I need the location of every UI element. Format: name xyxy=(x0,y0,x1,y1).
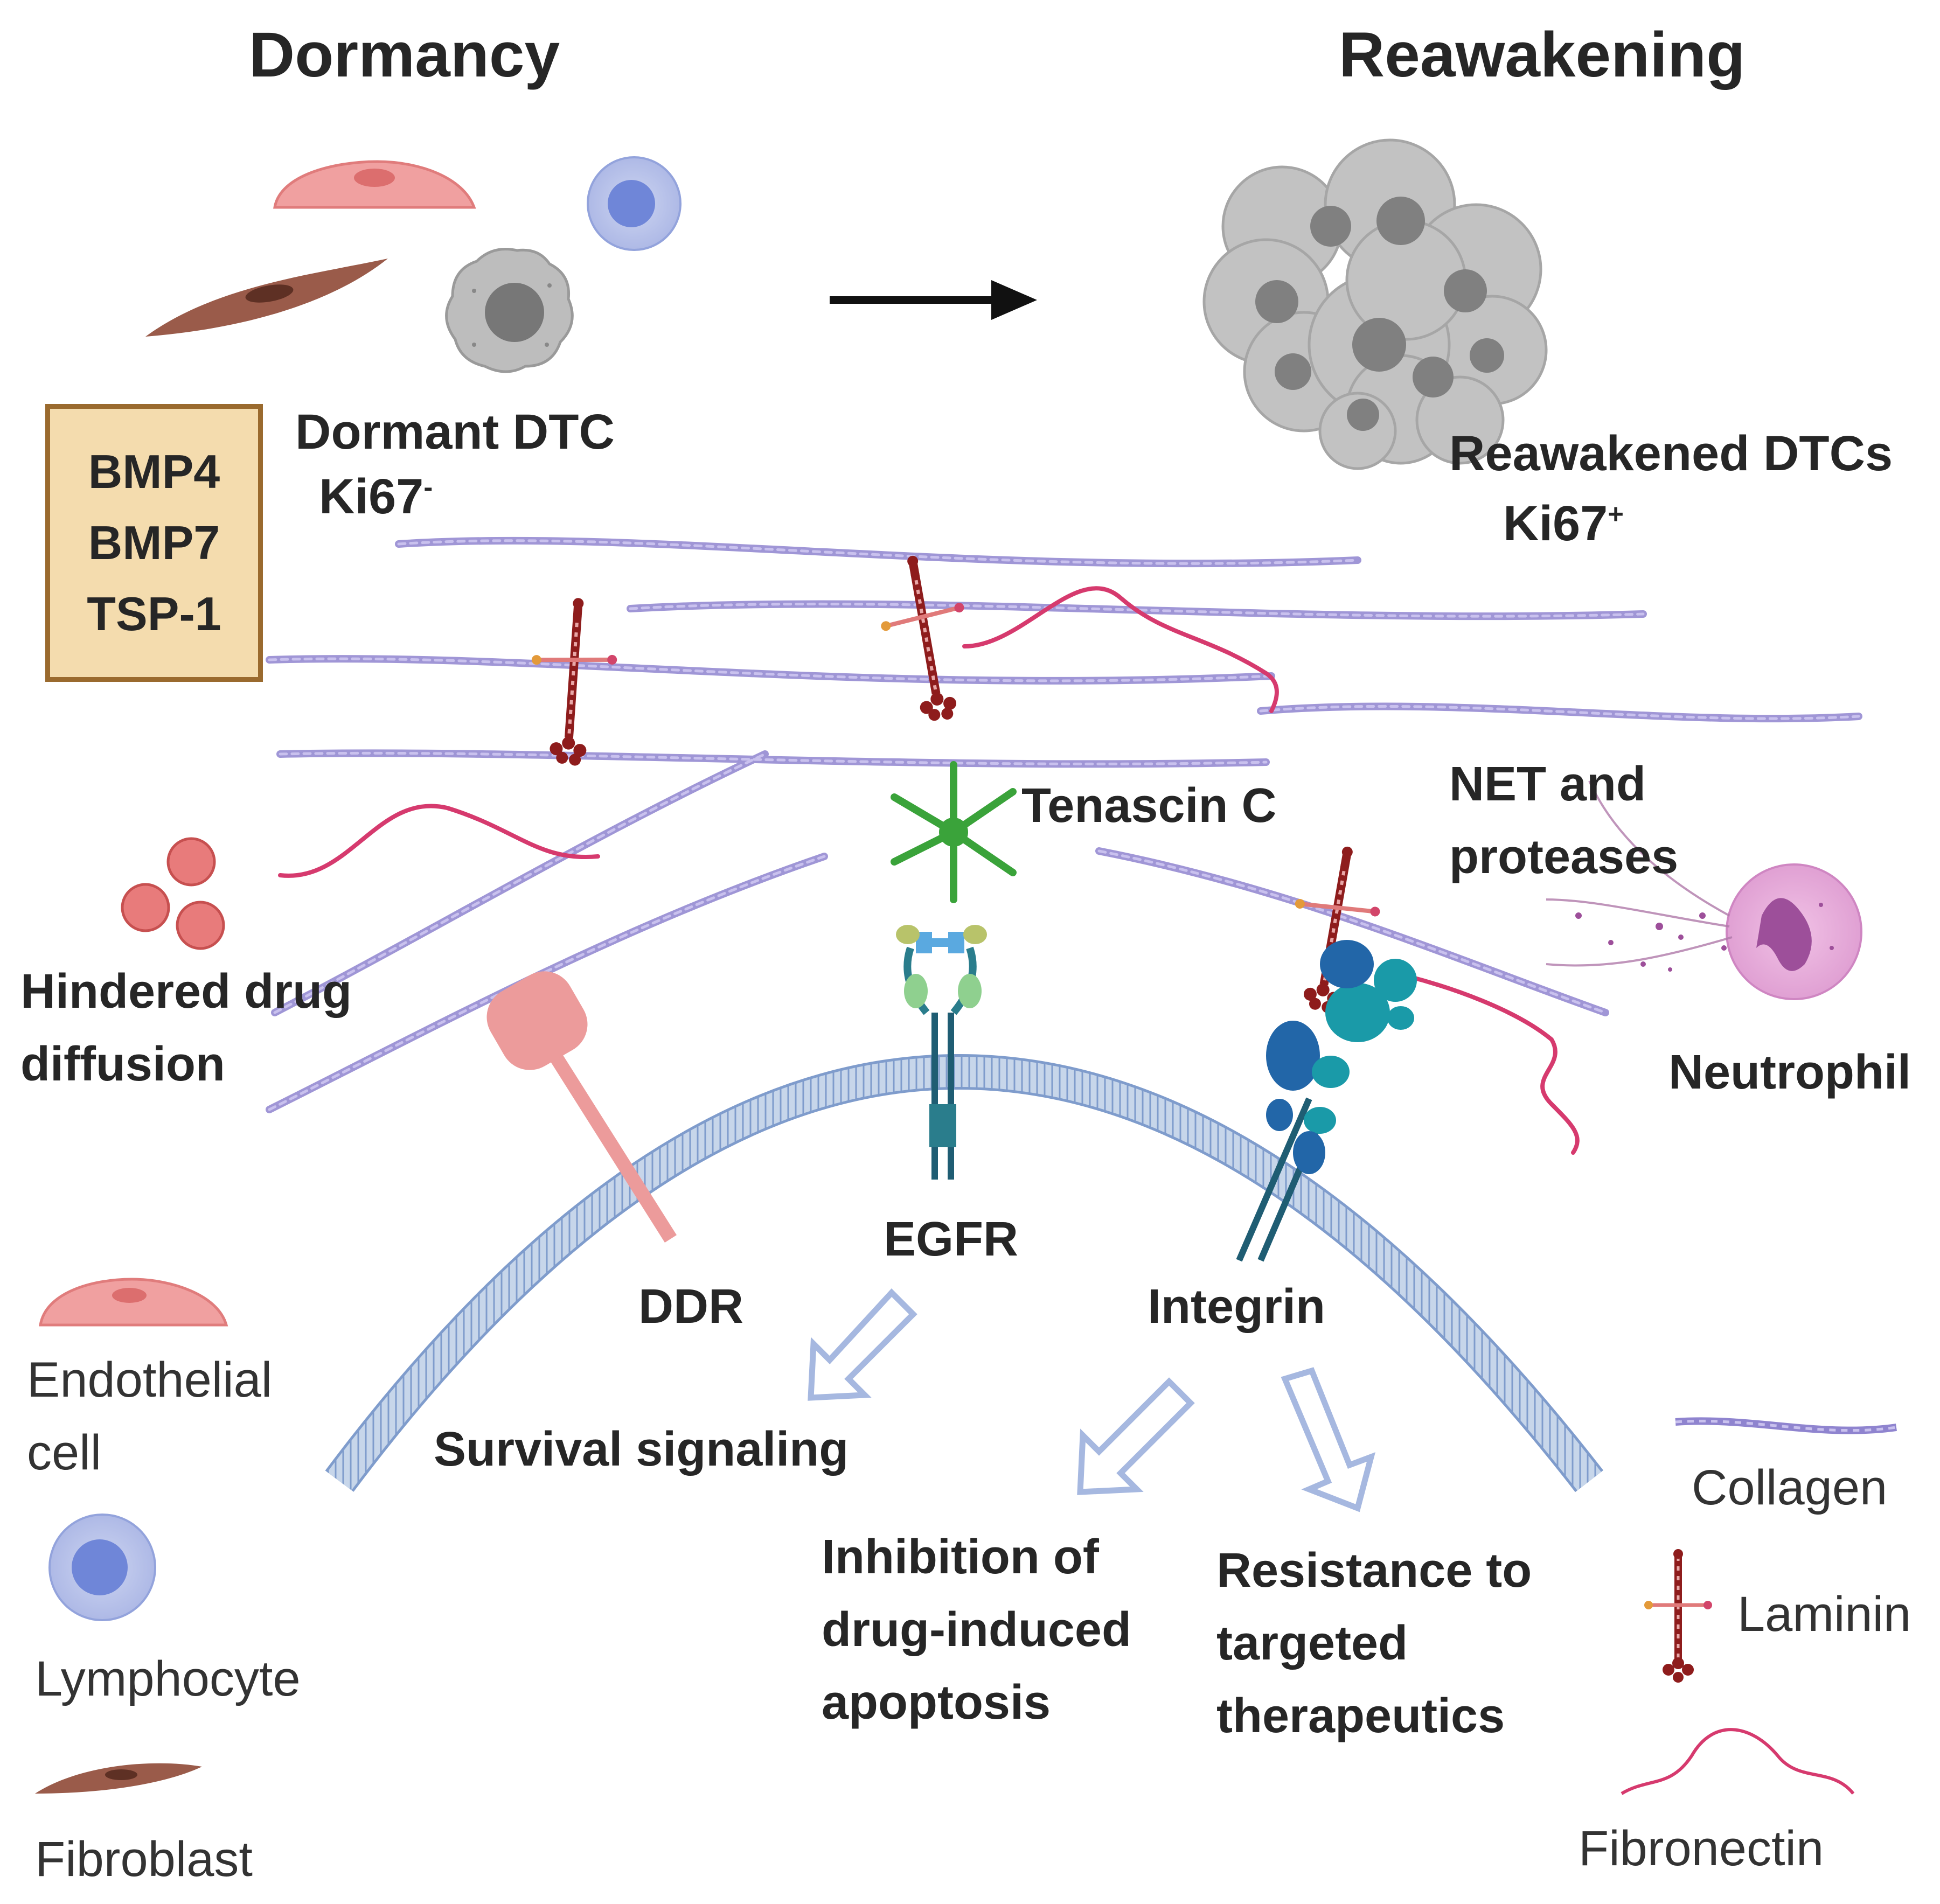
drug-particles xyxy=(121,837,225,950)
title-dormancy: Dormancy xyxy=(249,19,560,90)
endothelial-cell-legend-icon xyxy=(39,1278,228,1327)
reawakened-dtc-cluster xyxy=(1202,138,1548,470)
neutrophil-label: Neutrophil xyxy=(1668,1045,1911,1099)
collagen-fibers xyxy=(266,536,1862,1113)
factor-bmp4: BMP4 xyxy=(88,445,220,498)
fibroblast-legend-icon xyxy=(35,1763,202,1794)
lymphocyte-legend-icon xyxy=(48,1514,156,1621)
fibronectin-legend-icon xyxy=(1621,1728,1855,1795)
integrin-receptor xyxy=(1236,940,1417,1262)
legend-collagen: Collagen xyxy=(1692,1460,1888,1515)
factor-tsp1: TSP-1 xyxy=(87,587,221,640)
legend-lymphocyte: Lymphocyte xyxy=(35,1651,301,1706)
survival-signaling-label: Survival signaling xyxy=(434,1422,849,1476)
legend-fibronectin: Fibronectin xyxy=(1579,1821,1824,1876)
reawakened-dtcs-label: Reawakened DTCs xyxy=(1449,426,1893,481)
endothelial-cell-top xyxy=(273,160,476,209)
dormant-ki67-label: Ki67- xyxy=(319,469,433,524)
tenascin-c-molecule xyxy=(891,761,1017,903)
dormant-dtc-label: Dormant DTC xyxy=(295,404,615,459)
dormancy-factors-box: BMP4 BMP7 TSP-1 xyxy=(45,404,263,682)
signal-arrows xyxy=(808,1288,1376,1512)
legend-endothelial-line2: cell xyxy=(27,1425,102,1480)
egfr-label: EGFR xyxy=(884,1212,1019,1266)
egfr-receptor xyxy=(896,925,987,1180)
ddr-receptor xyxy=(486,971,677,1243)
fibroblast-top xyxy=(145,259,388,337)
dormant-dtc-icon xyxy=(445,248,574,373)
legend-endothelial-line1: Endothelial xyxy=(27,1352,273,1407)
ddr-label: DDR xyxy=(638,1280,743,1334)
title-reawakening: Reawakening xyxy=(1339,19,1746,90)
inhibition-label-line3: apoptosis xyxy=(822,1676,1051,1729)
tenascin-c-label: Tenascin C xyxy=(1021,779,1277,833)
resistance-label-line3: therapeutics xyxy=(1216,1689,1505,1743)
fibronectin-strands xyxy=(278,586,1580,1155)
hindered-drug-label-line1: Hindered drug xyxy=(20,965,352,1019)
hindered-drug-label-line2: diffusion xyxy=(20,1037,225,1091)
laminin-molecules xyxy=(531,555,1380,1013)
inhibition-label-line1: Inhibition of xyxy=(822,1530,1099,1584)
resistance-label-line2: targeted xyxy=(1216,1616,1408,1670)
transition-arrow xyxy=(830,280,1037,320)
reawakened-ki67-label: Ki67+ xyxy=(1503,496,1624,551)
legend-laminin: Laminin xyxy=(1737,1587,1911,1642)
cell-membrane xyxy=(325,1054,1604,1492)
resistance-label-line1: Resistance to xyxy=(1216,1544,1532,1598)
laminin-legend-icon xyxy=(1644,1549,1712,1683)
integrin-label: Integrin xyxy=(1148,1280,1325,1334)
collagen-legend-icon xyxy=(1675,1417,1897,1434)
neutrophil-cell xyxy=(1546,780,1862,1000)
net-label-line1: NET and xyxy=(1449,757,1646,811)
lymphocyte-top xyxy=(587,156,682,251)
net-label-line2: proteases xyxy=(1449,830,1679,884)
factor-bmp7: BMP7 xyxy=(88,516,220,569)
inhibition-label-line2: drug-induced xyxy=(822,1603,1131,1657)
legend-fibroblast: Fibroblast xyxy=(35,1832,253,1887)
